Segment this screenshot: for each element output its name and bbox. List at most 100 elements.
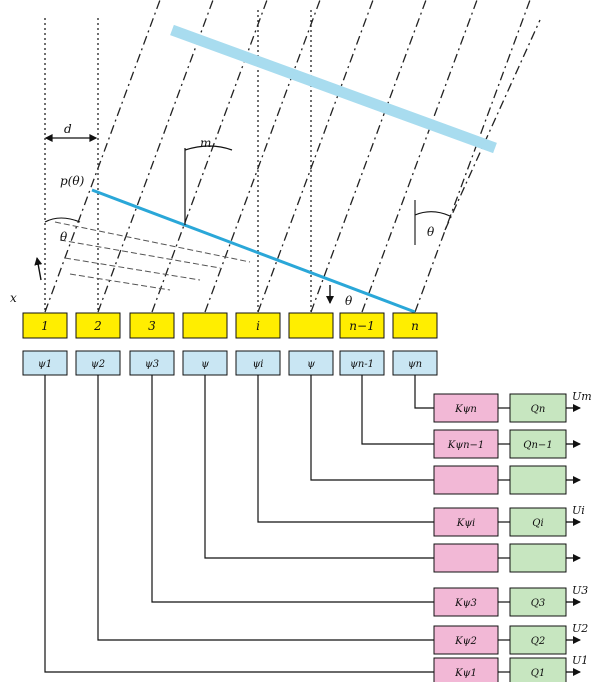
signal-wire [414, 375, 434, 409]
far-wavefront [170, 24, 497, 154]
path-difference-lines [54, 221, 251, 291]
near-wavefront [91, 188, 416, 314]
output-chain-4: Kψi Qi Ui [433, 504, 585, 537]
angle-m-label: m [200, 136, 211, 150]
signal-wire [257, 375, 434, 523]
array-element-label: i [256, 319, 260, 333]
multiplier-label: Kψ3 [454, 598, 477, 609]
multiplier-label: Kψn−1 [447, 440, 485, 451]
phase-shifter-4: ψ [182, 350, 228, 376]
output-label: U2 [572, 622, 588, 635]
phase-shifter-label: ψ [307, 359, 315, 370]
phase-shifter-label: ψ [201, 359, 209, 370]
angle-m-marker [184, 145, 233, 225]
multiplier-label: Kψi [456, 518, 476, 529]
q-box: Qi [509, 507, 567, 537]
signal-wires [44, 375, 434, 673]
output-label: U3 [572, 584, 588, 597]
output-label: U1 [572, 654, 588, 667]
output-chain-8: Kψ1 Q1 U1 [433, 654, 588, 682]
output-chain-3 [433, 465, 581, 495]
array-element-label: n−1 [349, 319, 374, 333]
q-label: Q3 [531, 598, 546, 609]
phase-shifter-label: ψ3 [145, 359, 159, 370]
q-box [509, 543, 567, 573]
signal-wire [97, 375, 434, 641]
array-element-7: n−1 [339, 312, 385, 339]
multiplier-box: Kψ3 [433, 587, 499, 617]
output-label: Ui [572, 504, 585, 517]
phase-shifter-6: ψ [288, 350, 334, 376]
output-chain-2: Kψn−1 Qn−1 [433, 429, 581, 459]
q-box: Qn [509, 393, 567, 423]
wave-label: p(θ) [60, 174, 85, 188]
multiplier-box [433, 543, 499, 573]
output-label: Um [572, 390, 592, 403]
q-label: Qn−1 [523, 440, 552, 451]
q-label: Q1 [531, 668, 546, 679]
array-element-6 [288, 312, 334, 339]
multiplier-box: Kψn−1 [433, 429, 499, 459]
output-chain-7: Kψ2 Q2 U2 [433, 622, 588, 655]
theta-left-arc [44, 217, 81, 223]
phase-shifter-label: ψ1 [38, 359, 52, 370]
spacing-label: d [64, 122, 72, 136]
axis-arrow [34, 257, 43, 281]
axis-label: x [10, 291, 17, 305]
array-element-5: i [235, 312, 281, 339]
array-element-label: 2 [93, 319, 102, 333]
array-element-1: 1 [22, 312, 68, 339]
phase-shifter-8: ψn [392, 350, 438, 376]
theta-right-label: θ [427, 225, 435, 239]
q-box: Q3 [509, 587, 567, 617]
q-box: Qn−1 [509, 429, 567, 459]
phase-shifter-label: ψn-1 [350, 359, 374, 370]
phase-shifter-3: ψ3 [129, 350, 175, 376]
q-box: Q2 [509, 625, 567, 655]
output-chain-6: Kψ3 Q3 U3 [433, 584, 588, 617]
phase-shifter-5: ψi [235, 350, 281, 376]
q-label: Qn [531, 404, 546, 415]
phase-shifter-1: ψ1 [22, 350, 68, 376]
q-label: Qi [532, 518, 543, 529]
theta-left-label: θ [60, 230, 68, 244]
spacing-marker [44, 134, 98, 142]
theta-mid-label: θ [345, 294, 353, 308]
array-element-label: 1 [41, 319, 49, 333]
output-chain-5 [433, 543, 581, 573]
multiplier-label: Kψn [454, 404, 477, 415]
array-element-3: 3 [129, 312, 175, 339]
incoming-rays [44, 0, 541, 313]
q-box: Q1 [509, 657, 567, 682]
array-element-2: 2 [75, 312, 121, 339]
multiplier-box: Kψ2 [433, 625, 499, 655]
phase-shifter-2: ψ2 [75, 350, 121, 376]
multiplier-box: Kψ1 [433, 657, 499, 682]
array-element-8: n [392, 312, 438, 339]
theta-right-arc [414, 200, 451, 245]
multiplier-label: Kψ1 [454, 668, 477, 679]
phase-shifter-7: ψn-1 [339, 350, 385, 376]
array-element-label: n [411, 319, 419, 333]
phase-shifter-label: ψn [408, 359, 422, 370]
multiplier-box: Kψi [433, 507, 499, 537]
phase-shifter-label: ψ2 [91, 359, 105, 370]
q-label: Q2 [531, 636, 546, 647]
array-element-4 [182, 312, 228, 339]
q-box [509, 465, 567, 495]
signal-wire [44, 375, 434, 673]
signal-wire [204, 375, 434, 559]
multiplier-label: Kψ2 [454, 636, 477, 647]
multiplier-box: Kψn [433, 393, 499, 423]
array-element-label: 3 [148, 319, 156, 333]
signal-wire [151, 375, 434, 603]
multiplier-box [433, 465, 499, 495]
signal-wire [310, 375, 434, 481]
phase-shifter-label: ψi [252, 359, 263, 370]
output-chain-1: Kψn Qn Um [433, 390, 592, 423]
vertical-reference-lines [44, 10, 312, 312]
signal-wire [361, 375, 434, 445]
